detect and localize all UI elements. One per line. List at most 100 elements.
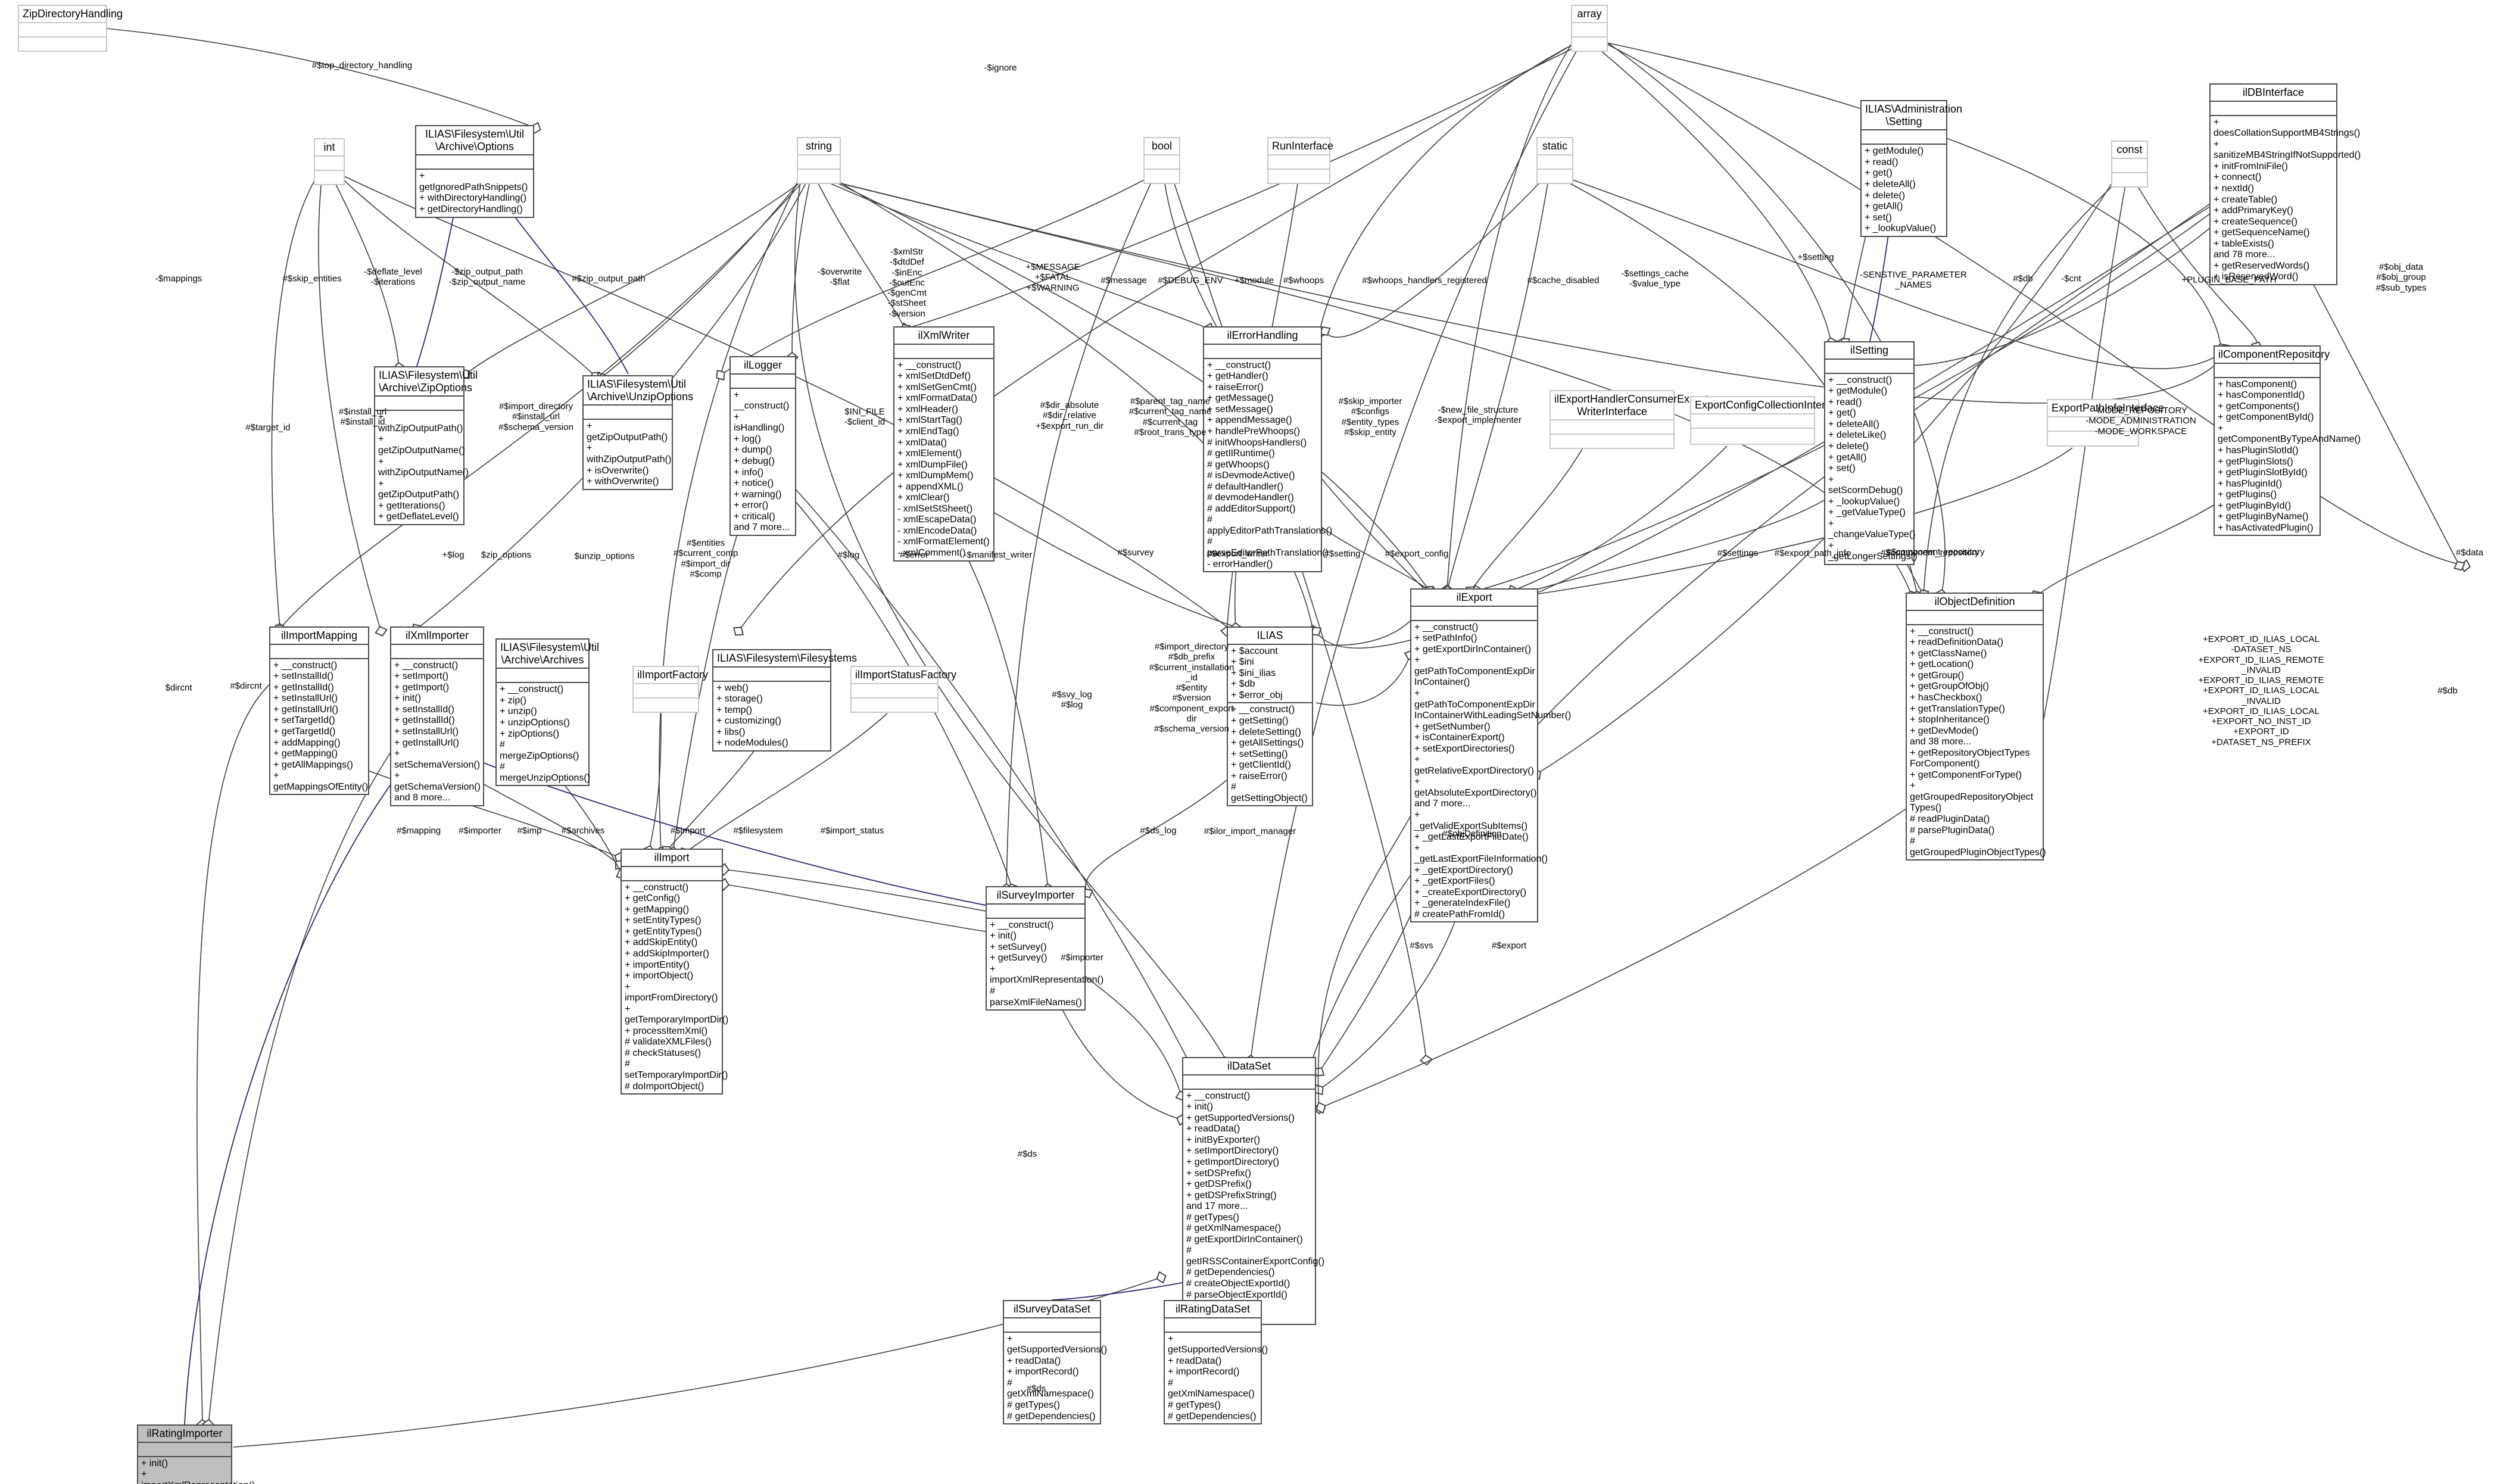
class-node-administration-setting[interactable]: ILIAS\Administration \Setting+ getModule… <box>1860 100 1962 237</box>
class-node-title: ExportConfigCollectionInterface <box>1691 397 1845 414</box>
class-node-bool[interactable]: bool <box>1143 137 1180 184</box>
class-node-archives[interactable]: ILIAS\Filesystem\Util \Archive\Archives+… <box>495 638 599 787</box>
class-node-operations: + __construct() + init() + getSupportedV… <box>1186 1090 1325 1322</box>
edge-label: #$cache_disabled <box>1527 275 1600 286</box>
class-node-operations <box>634 699 698 712</box>
edge-label: #$DEBUG_ENV <box>1158 275 1223 286</box>
class-node-illogger[interactable]: ilLogger+ __construct() + isHandling() +… <box>730 356 796 536</box>
class-node-operations <box>19 38 106 51</box>
class-node-ilratingdataset[interactable]: ilRatingDataSet+ getSupportedVersions() … <box>1164 1300 1268 1425</box>
class-node-title: ilExportHandlerConsumerExport WriterInte… <box>1551 391 1708 421</box>
class-node-title: const <box>2112 142 2147 159</box>
edge-label: #$top_directory_handling <box>311 60 413 71</box>
edge-label: #$ds <box>1017 1149 1037 1159</box>
class-node-ilimport[interactable]: ilImport+ __construct() + getConfig() + … <box>621 849 728 1095</box>
edge-label: #$svy_log #$log <box>1052 689 1092 710</box>
class-node-operations: + __construct() + getSetting() + deleteS… <box>1231 704 1308 803</box>
class-node-attributes: + $account + $ini + $ini_ilias + $db + $… <box>1228 645 1312 704</box>
class-node-operations: + hasComponent() + hasComponentId() + ge… <box>2218 379 2361 533</box>
class-node-attributes <box>2211 102 2336 116</box>
class-node-title: ILIAS\Filesystem\Util \Archive\ZipOption… <box>375 367 478 397</box>
class-node-attributes <box>713 668 830 682</box>
class-node-operations: + getIgnoredPathSnippets() + withDirecto… <box>419 171 528 215</box>
class-node-unzipoptions[interactable]: ILIAS\Filesystem\Util \Archive\UnzipOpti… <box>582 375 693 490</box>
class-node-int[interactable]: int <box>314 138 345 185</box>
class-node-title: ilSurveyDataSet <box>1004 1301 1100 1318</box>
class-node-ilratingimporter[interactable]: ilRatingImporter+ init() + importXmlRepr… <box>137 1424 255 1484</box>
class-node-ilimportmapping[interactable]: ilImportMapping+ __construct() + setInst… <box>269 626 369 796</box>
edge-label: #$importer <box>1061 952 1103 963</box>
class-node-attributes <box>1862 130 1946 145</box>
class-node-title: ilExport <box>1411 590 1537 607</box>
class-node-operations: + __construct() + getModule() + read() +… <box>1828 375 1918 562</box>
class-node-ilobjectdefinition[interactable]: ilObjectDefinition+ __construct() + read… <box>1906 593 2046 861</box>
edge-label: #$export <box>1491 940 1527 951</box>
class-node-operations <box>852 699 937 712</box>
class-node-title: ilLogger <box>731 357 795 375</box>
class-node-operations: + __construct() + setInstallId() + getIn… <box>273 660 369 792</box>
class-node-ilexporthandlerconsumer[interactable]: ilExportHandlerConsumerExport WriterInte… <box>1550 390 1708 450</box>
edge-label: #$archives <box>561 825 605 836</box>
class-node-attributes <box>852 684 937 699</box>
class-node-operations <box>798 170 840 183</box>
class-node-attributes <box>798 155 840 170</box>
class-node-operations: + doesCollationSupportMB4Strings() + san… <box>2214 117 2361 282</box>
edge-label: #$setting <box>1324 548 1361 559</box>
class-node-attributes <box>1825 360 1913 374</box>
edge-label: #$log <box>837 550 860 560</box>
edge-label: -$xmlStr -$dtdDef -$inEnc -$outEnc -$gen… <box>887 247 927 319</box>
class-node-ilsetting[interactable]: ilSetting + __construct() + getModule() +… <box>1824 341 1918 565</box>
edge-label: -$cnt <box>2061 273 2081 284</box>
class-node-exportconfigcollection[interactable]: ExportConfigCollectionInterface <box>1690 396 1845 445</box>
class-node-zipdirectoryhandling[interactable]: ZipDirectoryHandling <box>18 5 123 52</box>
class-node-operations <box>1572 38 1607 51</box>
class-node-operations <box>1145 170 1179 183</box>
class-node-attributes <box>1411 607 1537 621</box>
class-node-title: ilSetting <box>1825 342 1913 360</box>
edge-label: #$mapping <box>396 825 441 836</box>
class-node-title: ilDBInterface <box>2211 85 2336 102</box>
class-node-filesystems[interactable]: ILIAS\Filesystem\Filesystems+ web() + st… <box>712 649 857 752</box>
class-node-archive-options[interactable]: ILIAS\Filesystem\Util \Archive\Options+ … <box>415 125 534 218</box>
class-node-title: ILIAS\Filesystem\Filesystems <box>713 650 857 668</box>
edge-label: $dircnt <box>165 682 192 693</box>
class-node-ilerrorhandling[interactable]: ilErrorHandling+ __construct() + getHand… <box>1203 326 1332 573</box>
class-node-operations <box>2112 173 2147 186</box>
class-node-ilsurveydataset[interactable]: ilSurveyDataSet+ getSupportedVersions() … <box>1003 1300 1107 1425</box>
class-node-ilsurveyimporter[interactable]: ilSurveyImporter+ __construct() + init()… <box>986 886 1103 1011</box>
class-node-title: ilObjectDefinition <box>1907 594 2043 611</box>
class-node-ildbinterface[interactable]: ilDBInterface + doesCollationSupportMB4St… <box>2209 83 2361 285</box>
class-node-title: ilDataSet <box>1183 1058 1315 1075</box>
class-node-runinterface[interactable]: RunInterface <box>1267 137 1333 184</box>
class-node-ilias[interactable]: ILIAS+ $account + $ini + $ini_ilias + $d… <box>1227 626 1313 807</box>
edge-label: #$component_repository <box>1886 547 1985 557</box>
class-node-attributes <box>1165 1318 1261 1333</box>
class-node-ildataset[interactable]: ilDataSet + __construct() + init() + getS… <box>1182 1057 1325 1326</box>
class-node-string[interactable]: string <box>797 137 841 184</box>
edge-label: -$ignore <box>984 63 1017 73</box>
class-node-ilimportfactory[interactable]: ilImportFactory <box>632 666 708 713</box>
edge-label: #$filesystem <box>733 825 783 836</box>
class-node-ilimportstatusfactory[interactable]: ilImportStatusFactory <box>850 666 956 713</box>
class-node-ilexport[interactable]: ilExport+ __construct() + setPathInfo() … <box>1410 588 1571 923</box>
class-node-exportpathinfo[interactable]: ExportPathInfoInterface <box>2047 399 2164 447</box>
class-node-const[interactable]: const <box>2111 141 2148 188</box>
class-node-ilxmlwriter[interactable]: ilXmlWriter+ __construct() + xmlSetDtdDe… <box>893 326 995 562</box>
class-node-title: int <box>315 139 344 157</box>
class-node-zipoptions[interactable]: ILIAS\Filesystem\Util \Archive\ZipOption… <box>374 366 478 525</box>
class-node-title: ilErrorHandling <box>1204 328 1321 345</box>
class-node-static[interactable]: static <box>1536 137 1573 184</box>
edge-label: #$dir_absolute #$dir_relative +$export_r… <box>1036 400 1103 431</box>
class-node-ilcomponentrepository[interactable]: ilComponentRepository + hasComponent() + … <box>2214 345 2361 537</box>
edge-label: #$import_directory #$install_url #$schem… <box>498 401 573 432</box>
edge-label: +$module <box>1234 275 1274 286</box>
class-node-attributes <box>1204 345 1321 359</box>
class-node-array[interactable]: array <box>1571 5 1608 52</box>
edge-label: #$ilor_import_manager <box>1204 826 1296 837</box>
class-node-title: ILIAS <box>1228 628 1312 645</box>
class-node-ilxmlimporter[interactable]: ilXmlImporter+ __construct() + setImport… <box>390 626 484 806</box>
edge-label: #$skip_importer #$configs #$entity_types… <box>1338 396 1402 438</box>
class-node-operations <box>1268 170 1329 183</box>
class-node-title: ilComponentRepository <box>2215 347 2330 364</box>
class-node-title: RunInterface <box>1268 138 1333 155</box>
